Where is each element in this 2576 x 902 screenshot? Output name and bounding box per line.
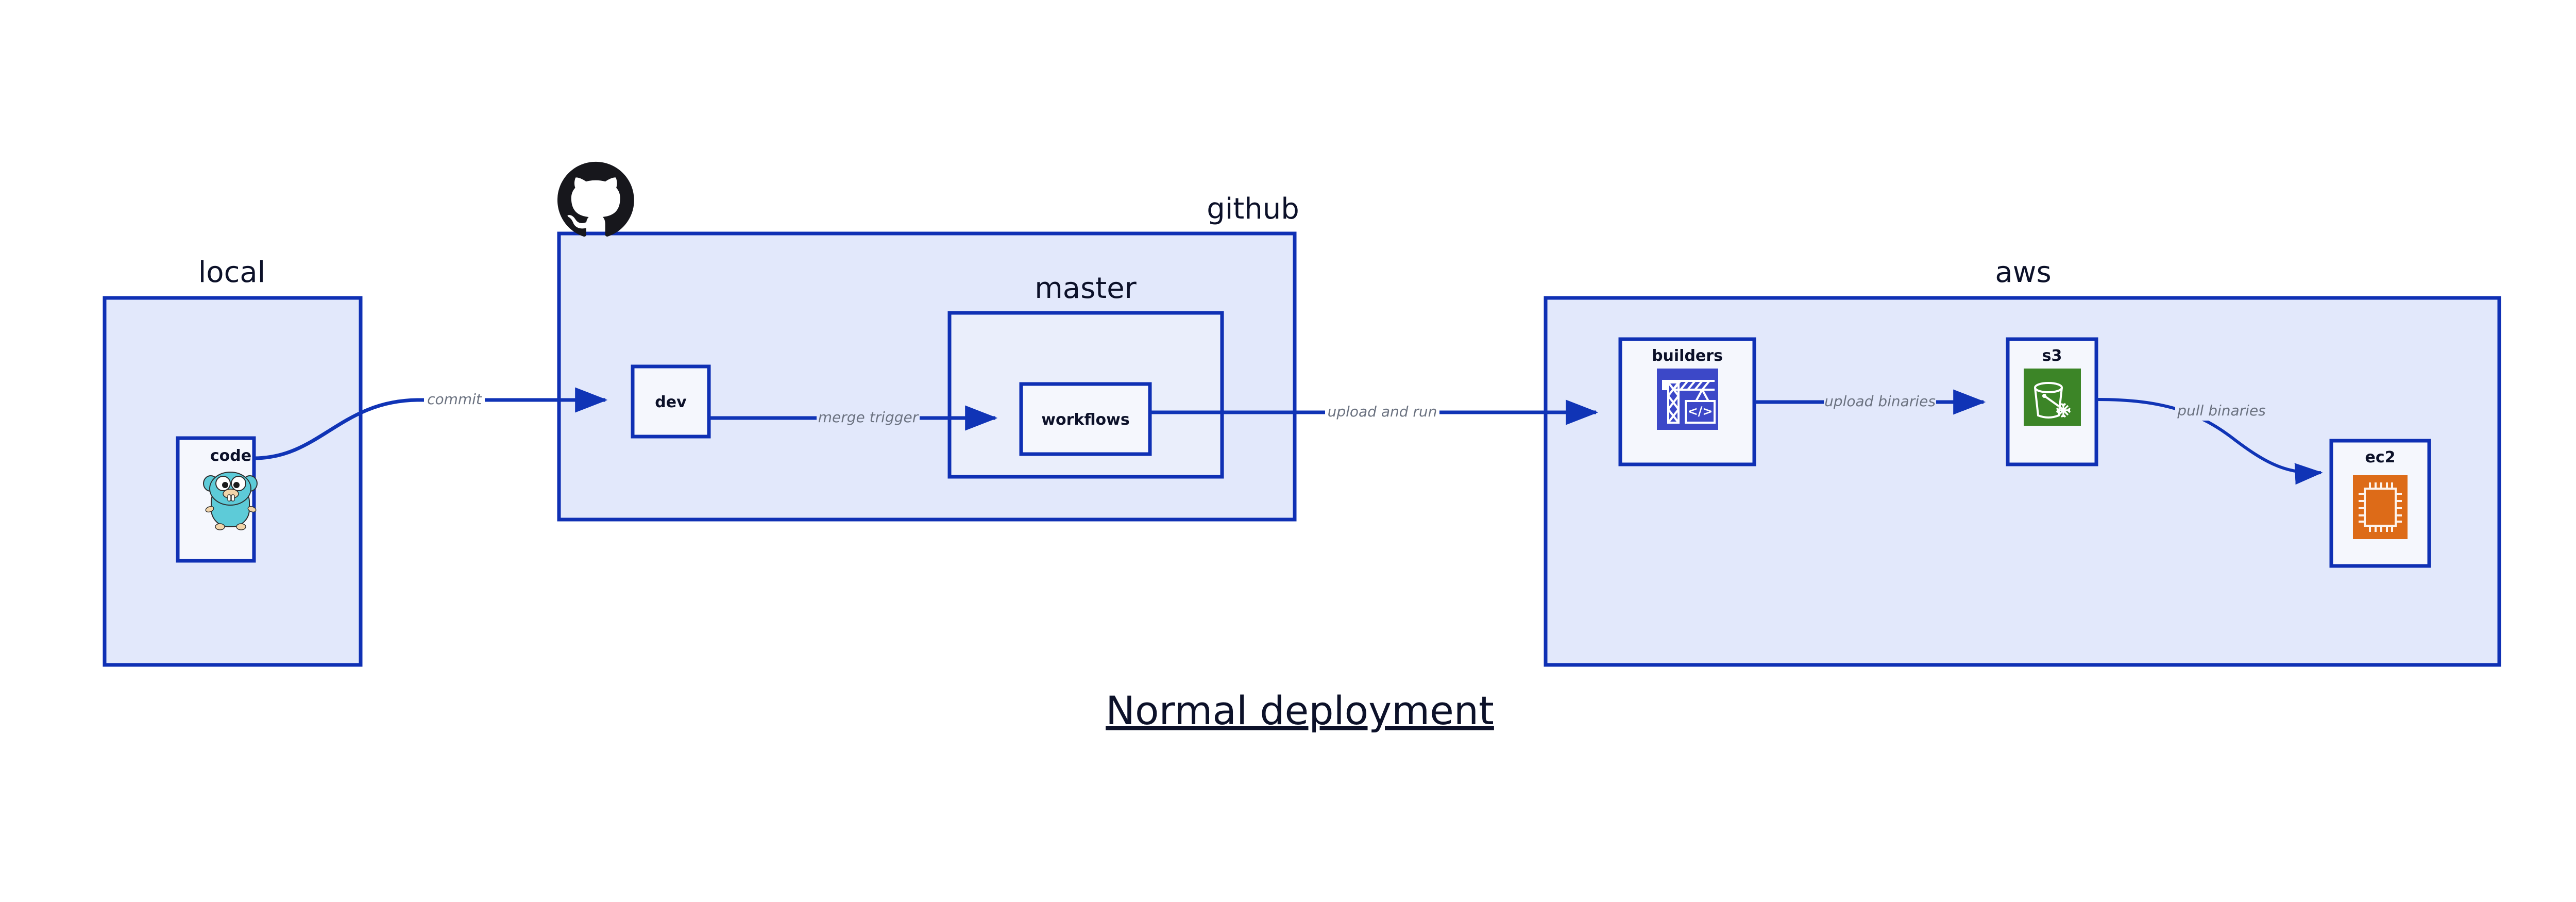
node-label-s3: s3 <box>2042 347 2062 365</box>
edge-label-commit-group: commit <box>424 391 485 409</box>
svg-text:</>: </> <box>1688 404 1713 419</box>
node-builders[interactable] <box>1618 337 1756 466</box>
group-label-master: master <box>1035 272 1137 305</box>
group-label-aws: aws <box>1995 256 2051 289</box>
node-workflows[interactable] <box>1019 382 1152 456</box>
edge-label-merge-trigger: merge trigger <box>818 409 919 426</box>
node-label-builders: builders <box>1652 347 1723 365</box>
group-label-local: local <box>198 256 265 289</box>
edge-s3-to-ec2-path <box>2096 398 2323 485</box>
edge-label-upload-and-run: upload and run <box>1328 403 1437 420</box>
node-label-ec2: ec2 <box>2365 448 2395 466</box>
aws-ec2-chip-icon <box>2353 475 2408 539</box>
edge-label-pull-binaries: pull binaries <box>2177 402 2266 419</box>
edge-label-pull-binaries-group: pull binaries <box>2175 402 2268 421</box>
go-gopher-icon <box>203 472 258 530</box>
group-label-github: github <box>1207 192 1299 226</box>
aws-s3-bucket-icon <box>2024 369 2081 426</box>
github-octocat-icon <box>557 161 634 237</box>
node-label-workflows: workflows <box>1041 411 1130 429</box>
node-label-dev: dev <box>655 393 687 411</box>
edge-label-merge-trigger-group: merge trigger <box>817 409 920 427</box>
edge-label-upload-binaries: upload binaries <box>1824 393 1936 410</box>
edge-code-to-dev-path <box>253 387 608 460</box>
node-label-code: code <box>210 447 251 465</box>
node-dev[interactable] <box>631 364 711 439</box>
aws-builders-crane-icon: </> <box>1657 369 1718 430</box>
edge-label-upload-and-run-group: upload and run <box>1325 403 1439 422</box>
edge-label-commit: commit <box>427 391 482 408</box>
diagram-caption: Normal deployment <box>1106 688 1494 733</box>
edge-label-upload-binaries-group: upload binaries <box>1824 393 1936 411</box>
